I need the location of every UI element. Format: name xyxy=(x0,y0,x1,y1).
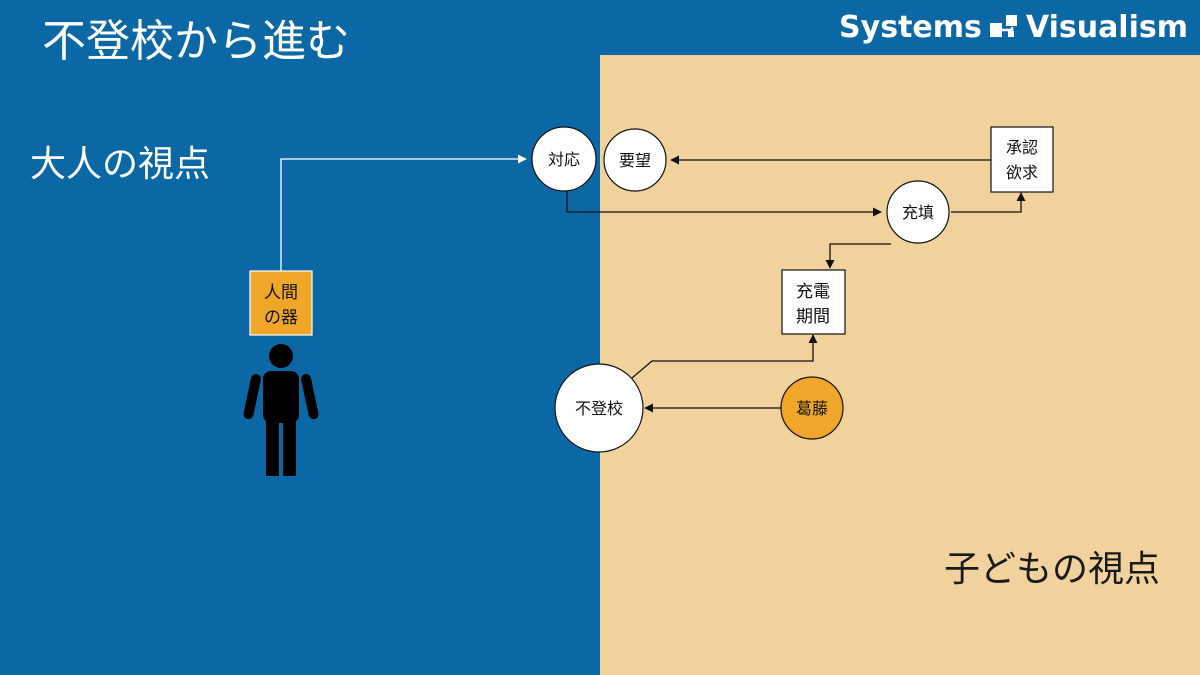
node-recharge-line2: 期間 xyxy=(796,307,830,327)
node-recharge: 充電 期間 xyxy=(781,269,846,335)
edge-fulfillment-to-approval xyxy=(951,192,1026,213)
node-conflict: 葛藤 xyxy=(780,376,844,440)
edge-non-attendance-to-recharge xyxy=(631,334,818,379)
node-vessel-line2: の器 xyxy=(264,308,298,328)
node-recharge-line1: 充電 xyxy=(796,282,830,302)
flow-blocks-icon xyxy=(989,15,1017,37)
child-perspective-label: 子どもの視点 xyxy=(944,549,1161,590)
brand-name-left: Systems xyxy=(839,9,982,45)
node-response: 対応 xyxy=(531,126,597,192)
node-approval: 承認 欲求 xyxy=(990,126,1054,193)
node-fulfillment: 充填 xyxy=(886,180,950,244)
node-approval-line1: 承認 xyxy=(1006,138,1038,157)
node-non-attendance-label: 不登校 xyxy=(575,399,623,418)
child-perspective-panel xyxy=(600,55,1200,675)
node-vessel: 人間 の器 xyxy=(249,270,313,336)
node-approval-line2: 欲求 xyxy=(1006,163,1038,182)
adult-perspective-label: 大人の視点 xyxy=(30,144,211,185)
node-conflict-label: 葛藤 xyxy=(796,399,828,418)
person-icon xyxy=(243,344,319,476)
node-response-label: 対応 xyxy=(548,150,580,169)
node-demand-label: 要望 xyxy=(619,151,651,170)
edge-vessel-to-response xyxy=(280,154,527,271)
node-demand: 要望 xyxy=(603,128,667,192)
node-fulfillment-label: 充填 xyxy=(902,203,934,222)
brand-name-right: Visualism xyxy=(1025,9,1188,45)
edge-fulfillment-to-recharge xyxy=(825,243,891,269)
node-non-attendance: 不登校 xyxy=(554,363,644,453)
edge-response-to-fulfillment xyxy=(566,187,882,217)
brand-logo: Systems Visualism xyxy=(839,6,1188,48)
page-title: 不登校から進む xyxy=(42,16,350,67)
node-vessel-line1: 人間 xyxy=(264,283,298,303)
